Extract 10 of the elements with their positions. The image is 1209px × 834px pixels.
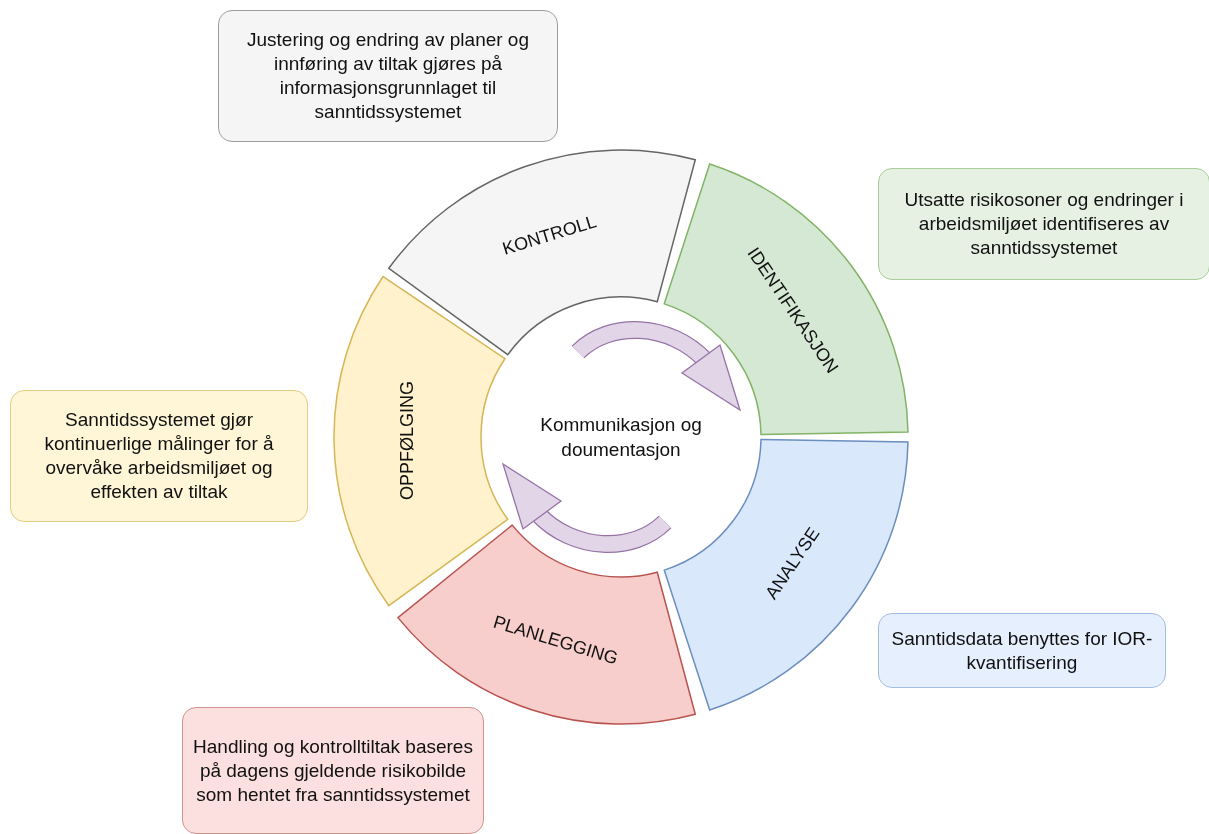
center-label: Kommunikasjon og doumentasjon	[531, 392, 711, 482]
note-box: Sanntidssystemet gjør kontinuerlige målinger for å overvåke arbeidsmiljøet og effekten av tiltak	[10, 390, 308, 522]
ring-segment	[397, 525, 696, 724]
note-box: Utsatte risikosoner og endringer i arbeidsmiljøet identifiseres av sanntidssystemet	[878, 168, 1209, 280]
note-box: Sanntidsdata benyttes for IOR-kvantifisering	[878, 613, 1166, 688]
ring-segment	[388, 150, 696, 355]
note-box: Handling og kontrolltiltak baseres på dagens gjeldende risikobilde som hentet fra sanntidssystemet	[182, 707, 484, 834]
note-box: Justering og endring av planer og innføring av tiltak gjøres på informasjonsgrunnlaget til sanntidssystemet	[218, 10, 558, 142]
segment-label: OPPFØLGING	[397, 381, 419, 501]
ring-segment	[334, 276, 508, 606]
